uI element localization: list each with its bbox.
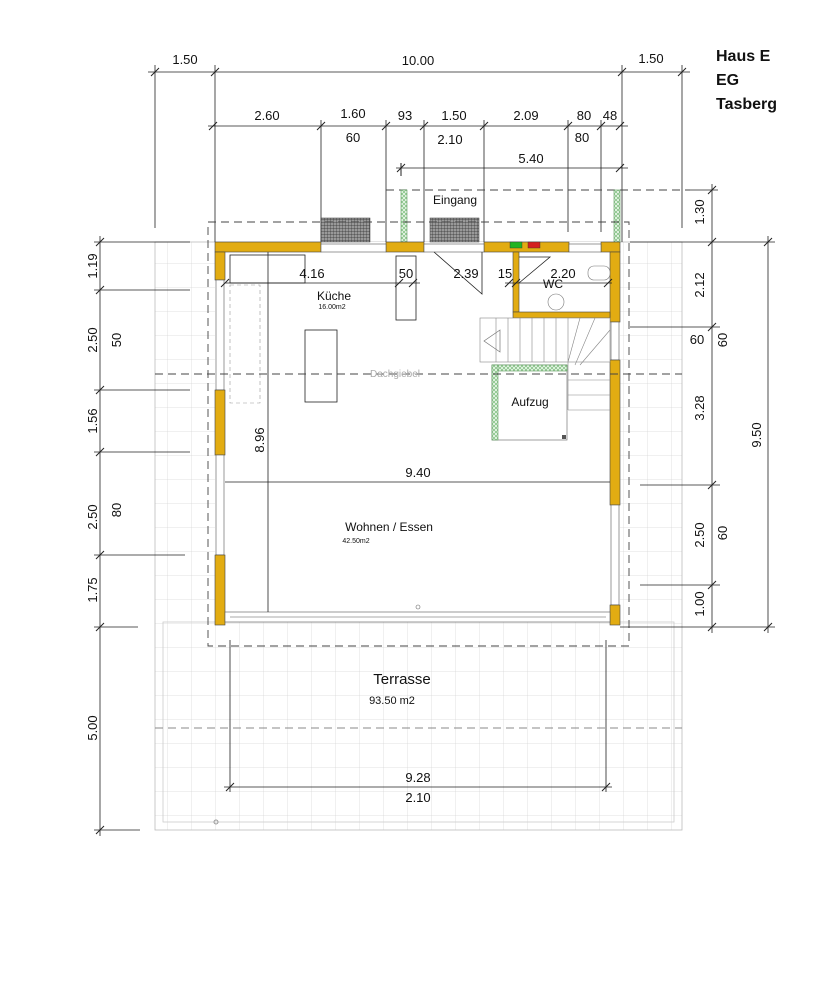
- roof-outline: [207, 221, 630, 647]
- label-elevator: Aufzug: [511, 395, 548, 409]
- dim-left-5: 1.75: [85, 577, 100, 602]
- elevator: Aufzug: [491, 364, 568, 441]
- dim-wc-width: 2.20: [550, 266, 575, 281]
- dim-left-3: 1.56: [85, 408, 100, 433]
- interior-dimensions: 4.16 50 2.39 15 2.20 8.96 9.40: [220, 252, 613, 612]
- label-roof-gable: Dachgiebel: [370, 369, 420, 380]
- dim-right-sill-a: 60: [690, 332, 704, 347]
- wc-walls: [512, 251, 611, 319]
- left-dimension-chain: 1.19 2.50 1.56 2.50 1.75 5.00 50 80: [85, 236, 190, 836]
- dim-facade-1: 2.60: [254, 108, 279, 123]
- title-location: Tasberg: [716, 96, 777, 113]
- right-dimension-chain: 1.30 2.12 3.28 2.50 1.00 60 60 60 9.50: [620, 184, 775, 633]
- label-terrace: Terrasse: [373, 671, 431, 688]
- staircase: [479, 317, 611, 411]
- dim-facade-3: 93: [398, 108, 412, 123]
- switch-red-icon: [527, 241, 541, 249]
- kitchen-area: 16.00m2: [318, 304, 345, 311]
- kitchen-island: [304, 329, 338, 403]
- dim-interior-width: 9.40: [405, 465, 430, 480]
- dim-left-6: 5.00: [85, 715, 100, 740]
- dim-canopy-depth: 1.30: [692, 199, 707, 224]
- dim-hall: 2.39: [453, 266, 478, 281]
- plan-title: Haus E EG Tasberg: [716, 48, 777, 113]
- dim-right-total: 9.50: [749, 422, 764, 447]
- label-wc: WC: [543, 277, 563, 291]
- label-kitchen: Küche: [317, 289, 351, 303]
- dim-sill-2: 2.10: [437, 132, 462, 147]
- dim-right-1: 2.12: [692, 272, 707, 297]
- dim-left-sill-1: 50: [109, 333, 124, 347]
- switch-green-icon: [509, 241, 523, 249]
- title-floor: EG: [716, 72, 739, 89]
- exterior-walls: [214, 241, 621, 626]
- top-dimension-chain: 1.50 10.00 1.50: [148, 51, 690, 242]
- dim-sill-3: 80: [575, 130, 589, 145]
- dim-right-2: 3.28: [692, 395, 707, 420]
- dim-entrance-width: 5.40: [518, 151, 543, 166]
- sink-icon: [547, 293, 565, 311]
- dim-left-1: 1.19: [85, 253, 100, 278]
- dim-left-sill-2: 80: [109, 503, 124, 517]
- terrace: Terrasse 93.50 m2 9.28 2.10: [155, 640, 682, 805]
- title-house: Haus E: [716, 48, 771, 65]
- dim-chimney: 50: [399, 266, 413, 281]
- dim-right-sill-2: 60: [715, 526, 730, 540]
- dim-facade-7: 48: [603, 108, 617, 123]
- dim-terrace-sub: 2.10: [405, 790, 430, 805]
- facade-dimension-chain: 2.60 1.60 93 1.50 2.09 80 48 60 2.10 80 …: [208, 106, 628, 242]
- dim-left-2: 2.50: [85, 327, 100, 352]
- dim-wc-wall: 15: [498, 266, 512, 281]
- dim-kitchen-run: 4.16: [299, 266, 324, 281]
- dim-terrace-width: 9.28: [405, 770, 430, 785]
- terrace-area: 93.50 m2: [369, 695, 415, 707]
- dim-right-4: 1.00: [692, 591, 707, 616]
- dim-facade-2: 1.60: [340, 106, 365, 121]
- dim-facade-4: 1.50: [441, 108, 466, 123]
- dim-facade-5: 2.09: [513, 108, 538, 123]
- dim-left-overhang: 1.50: [172, 52, 197, 67]
- dim-facade-6: 80: [577, 108, 591, 123]
- dim-sill-1: 60: [346, 130, 360, 145]
- kitchen-furniture: [229, 251, 483, 404]
- dim-right-3: 2.50: [692, 522, 707, 547]
- label-living: Wohnen / Essen: [345, 520, 433, 534]
- label-entrance: Eingang: [433, 193, 477, 207]
- dim-right-overhang: 1.50: [638, 51, 663, 66]
- entrance-canopy: Eingang: [320, 189, 690, 243]
- living-area: 42.50m2: [342, 538, 369, 545]
- dim-total-width: 10.00: [402, 53, 435, 68]
- dim-interior-depth: 8.96: [252, 427, 267, 452]
- dim-right-sill-1: 60: [715, 333, 730, 347]
- chimney: [395, 255, 417, 321]
- toilet-icon: [587, 265, 611, 281]
- dim-left-4: 2.50: [85, 504, 100, 529]
